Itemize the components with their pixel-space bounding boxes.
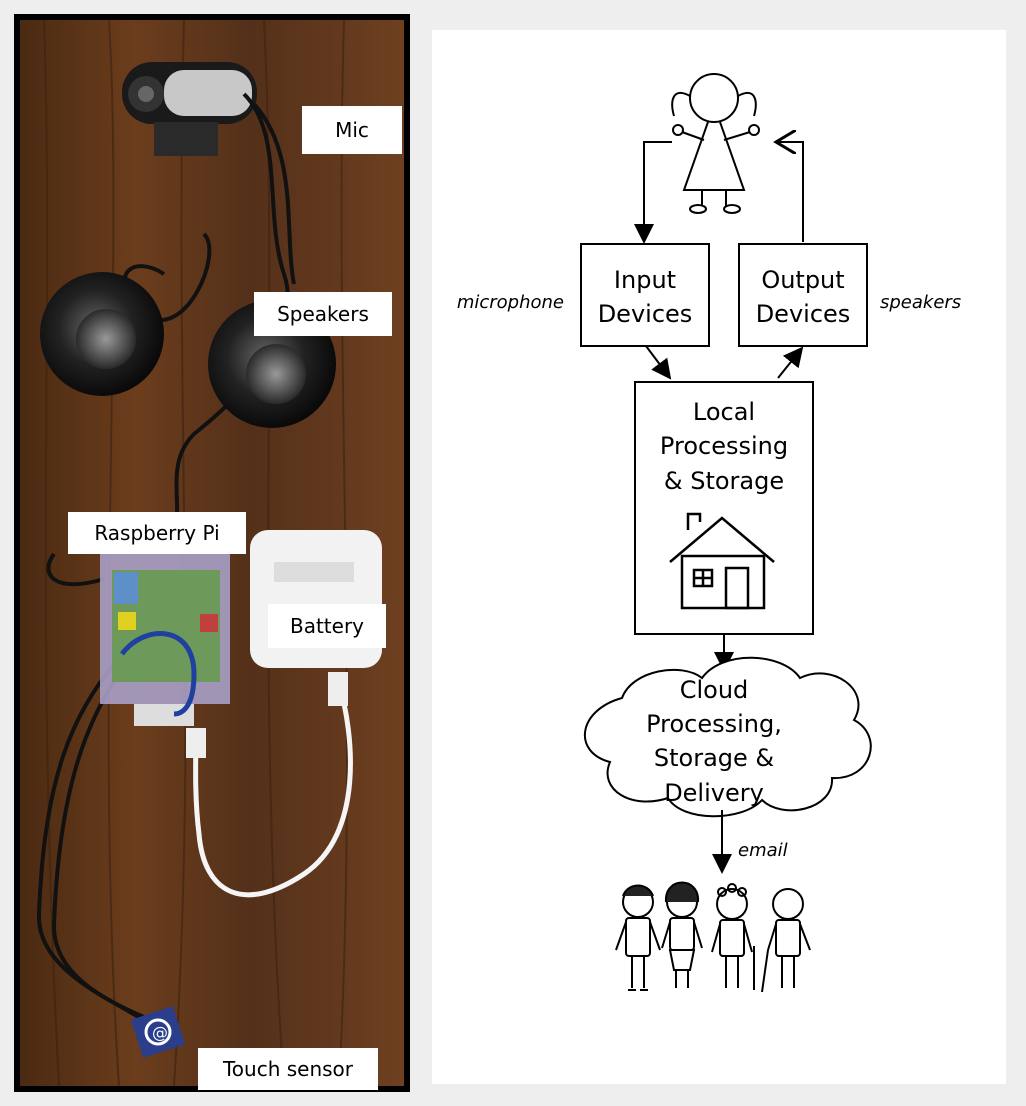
diagram-canvas: Input Devices Output Devices microphone … xyxy=(457,73,961,993)
input-devices-box xyxy=(580,243,710,347)
jumper-wire xyxy=(119,631,197,717)
architecture-diagram: Input Devices Output Devices microphone … xyxy=(432,30,1006,1084)
usb-plug xyxy=(328,672,348,706)
webcam-icon xyxy=(122,62,257,156)
speaker-left-icon xyxy=(40,272,164,396)
family-figures-icon xyxy=(615,881,811,993)
input-box-line1: Input xyxy=(614,266,676,294)
local-box-line2: Processing xyxy=(660,432,788,460)
raspberry-pi-board xyxy=(100,554,230,726)
local-box-line3: & Storage xyxy=(664,467,784,495)
svg-text:@: @ xyxy=(152,1023,168,1042)
touch-sensor-board: @ xyxy=(130,1006,186,1058)
cloud-line3: Storage & xyxy=(654,744,774,772)
label-raspberry-pi: Raspberry Pi xyxy=(68,512,246,554)
hardware-photo: @ Mic Speakers Raspberry Pi Battery Touc… xyxy=(14,14,410,1092)
label-battery: Battery xyxy=(268,604,386,648)
usb-cable xyxy=(193,683,353,898)
output-devices-box xyxy=(738,243,868,347)
cloud-line4: Delivery xyxy=(664,779,764,807)
label-touch-sensor: Touch sensor xyxy=(198,1048,378,1090)
arrow-child-to-input xyxy=(634,141,672,244)
arrow-output-to-child xyxy=(776,142,804,242)
label-mic: Mic xyxy=(302,106,402,154)
label-speakers: Speakers xyxy=(254,292,392,336)
cloud-line2: Processing, xyxy=(646,710,782,738)
email-annotation: email xyxy=(738,840,788,861)
local-box-line1: Local xyxy=(693,398,755,426)
speakers-annotation: speakers xyxy=(880,292,961,313)
output-box-line2: Devices xyxy=(756,300,851,328)
arrow-input-to-local xyxy=(645,345,672,380)
microphone-annotation: microphone xyxy=(457,292,564,313)
local-processing-box xyxy=(634,381,814,635)
house-icon xyxy=(669,512,775,610)
arrow-local-to-output xyxy=(777,346,804,379)
output-box-line1: Output xyxy=(761,266,844,294)
usb-plug-pi xyxy=(186,728,206,758)
input-box-line2: Devices xyxy=(598,300,693,328)
cloud-shape xyxy=(583,656,872,818)
cloud-line1: Cloud xyxy=(680,676,749,704)
child-figure-icon xyxy=(671,73,760,214)
